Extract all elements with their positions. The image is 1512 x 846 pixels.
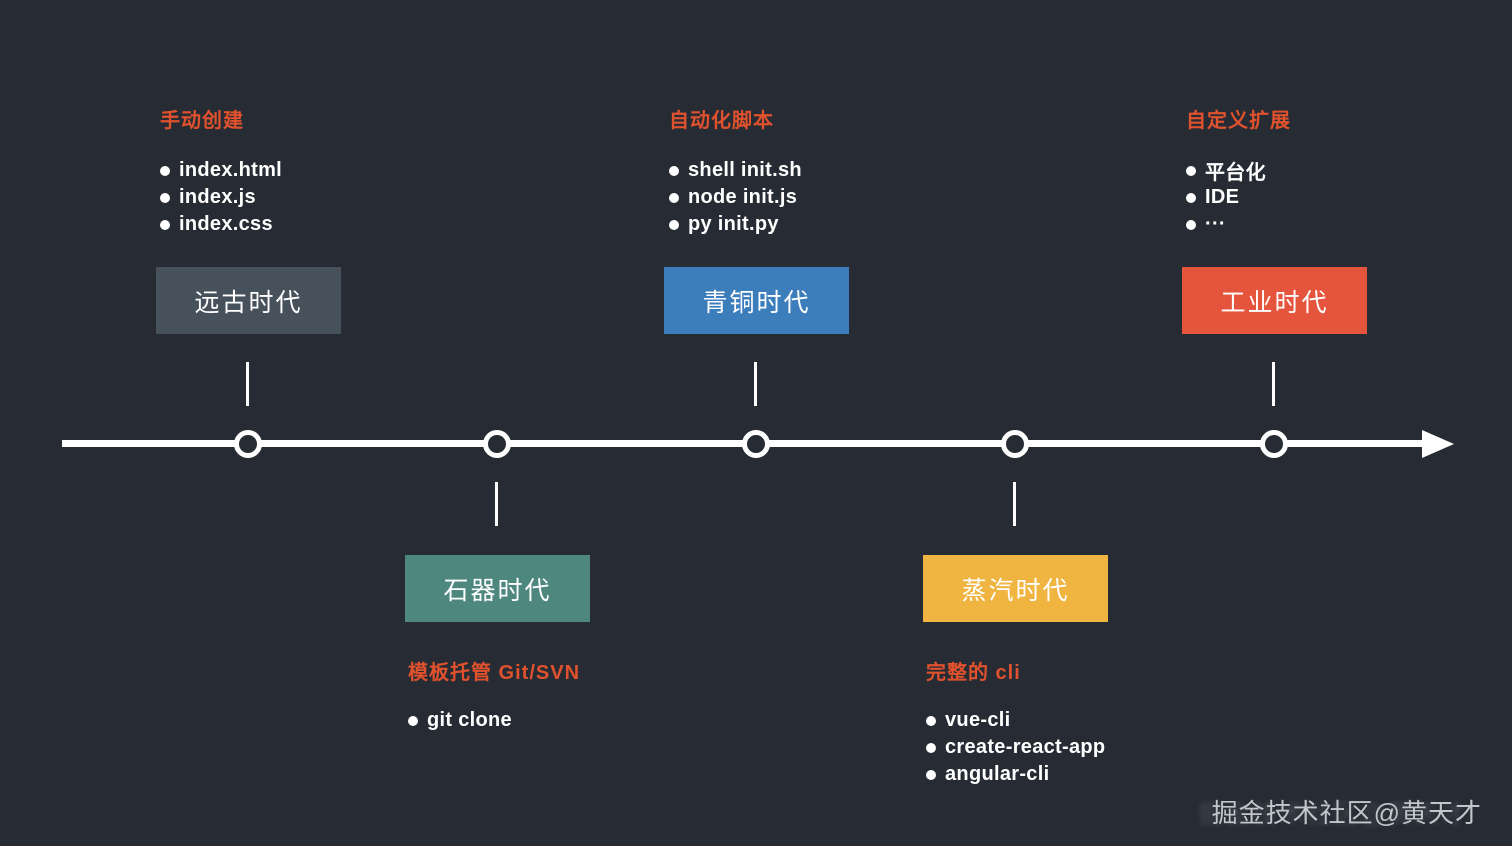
bullet-dot-icon: [926, 715, 936, 726]
list-item-label: create-react-app: [945, 736, 1106, 758]
list-item-label: ···: [1205, 213, 1226, 235]
timeline-tick: [1013, 482, 1016, 526]
bullet-dot-icon: [926, 769, 936, 780]
era-bronze-heading: 自动化脚本: [669, 110, 774, 132]
bullet-dot-icon: [1186, 219, 1196, 230]
list-item: index.js: [160, 184, 282, 211]
list-item-label: vue-cli: [945, 709, 1011, 731]
bullet-dot-icon: [160, 165, 170, 176]
list-item: index.css: [160, 211, 282, 238]
timeline-node: [1001, 430, 1029, 458]
list-item-label: py init.py: [688, 213, 779, 235]
bullet-dot-icon: [1186, 165, 1196, 176]
list-item: vue-cli: [926, 707, 1105, 734]
list-item: IDE: [1186, 184, 1266, 211]
bullet-dot-icon: [1186, 192, 1196, 203]
timeline-tick: [495, 482, 498, 526]
list-item-label: IDE: [1205, 186, 1240, 208]
list-item: angular-cli: [926, 761, 1105, 788]
list-item-label: index.css: [179, 213, 273, 235]
era-stone-heading: 模板托管 Git/SVN: [408, 662, 581, 684]
era-steam-list: vue-cli create-react-app angular-cli: [926, 707, 1105, 788]
era-bronze-box: 青铜时代: [664, 267, 849, 334]
list-item: py init.py: [669, 211, 802, 238]
timeline-tick: [1272, 362, 1275, 406]
list-item: node init.js: [669, 184, 802, 211]
timeline-tick: [754, 362, 757, 406]
list-item-label: 平台化: [1205, 162, 1266, 184]
era-industrial-box: 工业时代: [1182, 267, 1367, 334]
list-item-label: node init.js: [688, 186, 798, 208]
list-item: index.html: [160, 157, 282, 184]
bullet-dot-icon: [160, 219, 170, 230]
era-bronze-list: shell init.sh node init.js py init.py: [669, 157, 802, 238]
list-item: create-react-app: [926, 734, 1105, 761]
list-item: git clone: [408, 707, 512, 734]
timeline-node: [1260, 430, 1288, 458]
list-item-label: shell init.sh: [688, 159, 802, 181]
era-stone-box: 石器时代: [405, 555, 590, 622]
bullet-dot-icon: [160, 192, 170, 203]
list-item: shell init.sh: [669, 157, 802, 184]
timeline-node: [234, 430, 262, 458]
bullet-dot-icon: [669, 192, 679, 203]
timeline-tick: [246, 362, 249, 406]
list-item-label: angular-cli: [945, 763, 1050, 785]
era-ancient-heading: 手动创建: [160, 110, 244, 132]
list-item-label: index.html: [179, 159, 283, 181]
watermark: 掘金技术社区@黄天才: [1211, 798, 1482, 828]
era-industrial-list: 平台化 IDE ···: [1186, 157, 1266, 238]
era-ancient-list: index.html index.js index.css: [160, 157, 282, 238]
era-ancient-box: 远古时代: [156, 267, 341, 334]
timeline-node: [742, 430, 770, 458]
list-item-label: index.js: [179, 186, 256, 208]
era-steam-heading: 完整的 cli: [926, 662, 1021, 684]
bullet-dot-icon: [669, 219, 679, 230]
list-item-label: git clone: [427, 709, 512, 731]
era-stone-list: git clone: [408, 707, 512, 734]
era-steam-box: 蒸汽时代: [923, 555, 1108, 622]
era-industrial-heading: 自定义扩展: [1186, 110, 1291, 132]
timeline-node: [483, 430, 511, 458]
bullet-dot-icon: [408, 715, 418, 726]
timeline-arrow-icon: [1422, 430, 1454, 458]
list-item: 平台化: [1186, 157, 1266, 184]
bullet-dot-icon: [926, 742, 936, 753]
bullet-dot-icon: [669, 165, 679, 176]
list-item: ···: [1186, 211, 1266, 238]
